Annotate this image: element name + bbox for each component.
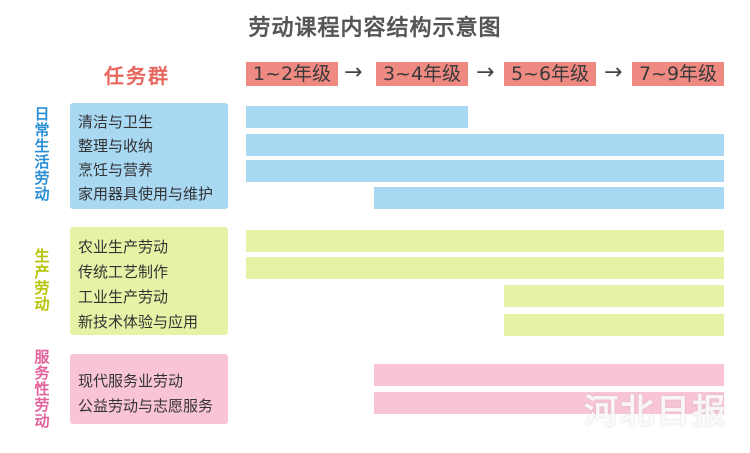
category-service-label: 服务性劳动 xyxy=(34,348,50,430)
task-organizing: 整理与收纳 xyxy=(78,137,154,155)
production-task-panel xyxy=(70,227,228,335)
grade-5-6: 5~6年级 xyxy=(504,62,596,86)
category-production-label: 生产劳动 xyxy=(34,247,50,313)
task-industry: 工业生产劳动 xyxy=(78,288,169,306)
grade-1-2: 1~2年级 xyxy=(246,62,338,86)
task-group-label: 任务群 xyxy=(104,64,170,88)
daily-task-panel xyxy=(70,103,228,209)
task-modern-service: 现代服务业劳动 xyxy=(78,372,184,390)
task-cleaning: 清洁与卫生 xyxy=(78,113,154,131)
bar-organizing xyxy=(246,134,724,156)
bar-cleaning xyxy=(246,106,468,128)
bar-modern-service xyxy=(374,364,724,386)
category-daily-label: 日常生活劳动 xyxy=(34,105,50,203)
bar-new-tech xyxy=(504,314,724,336)
task-cooking: 烹饪与营养 xyxy=(78,161,154,179)
bar-industry xyxy=(504,285,724,307)
task-public-welfare: 公益劳动与志愿服务 xyxy=(78,397,214,415)
grade-3-4: 3~4年级 xyxy=(376,62,468,86)
bar-public-welfare xyxy=(374,392,724,414)
bar-craft xyxy=(246,257,724,279)
arrow-icon: → xyxy=(344,60,363,85)
grade-7-9: 7~9年级 xyxy=(632,62,724,86)
task-new-tech: 新技术体验与应用 xyxy=(78,313,199,331)
service-task-panel xyxy=(70,354,228,424)
task-appliances: 家用器具使用与维护 xyxy=(78,185,214,203)
task-agriculture: 农业生产劳动 xyxy=(78,238,169,256)
watermark-logo: 河北日报 xyxy=(584,392,728,432)
bar-appliances xyxy=(374,187,724,209)
bar-cooking xyxy=(246,160,724,182)
diagram-title: 劳动课程内容结构示意图 xyxy=(248,16,502,41)
arrow-icon: → xyxy=(476,60,495,85)
bar-agriculture xyxy=(246,230,724,252)
task-craft: 传统工艺制作 xyxy=(78,263,169,281)
arrow-icon: → xyxy=(604,60,623,85)
